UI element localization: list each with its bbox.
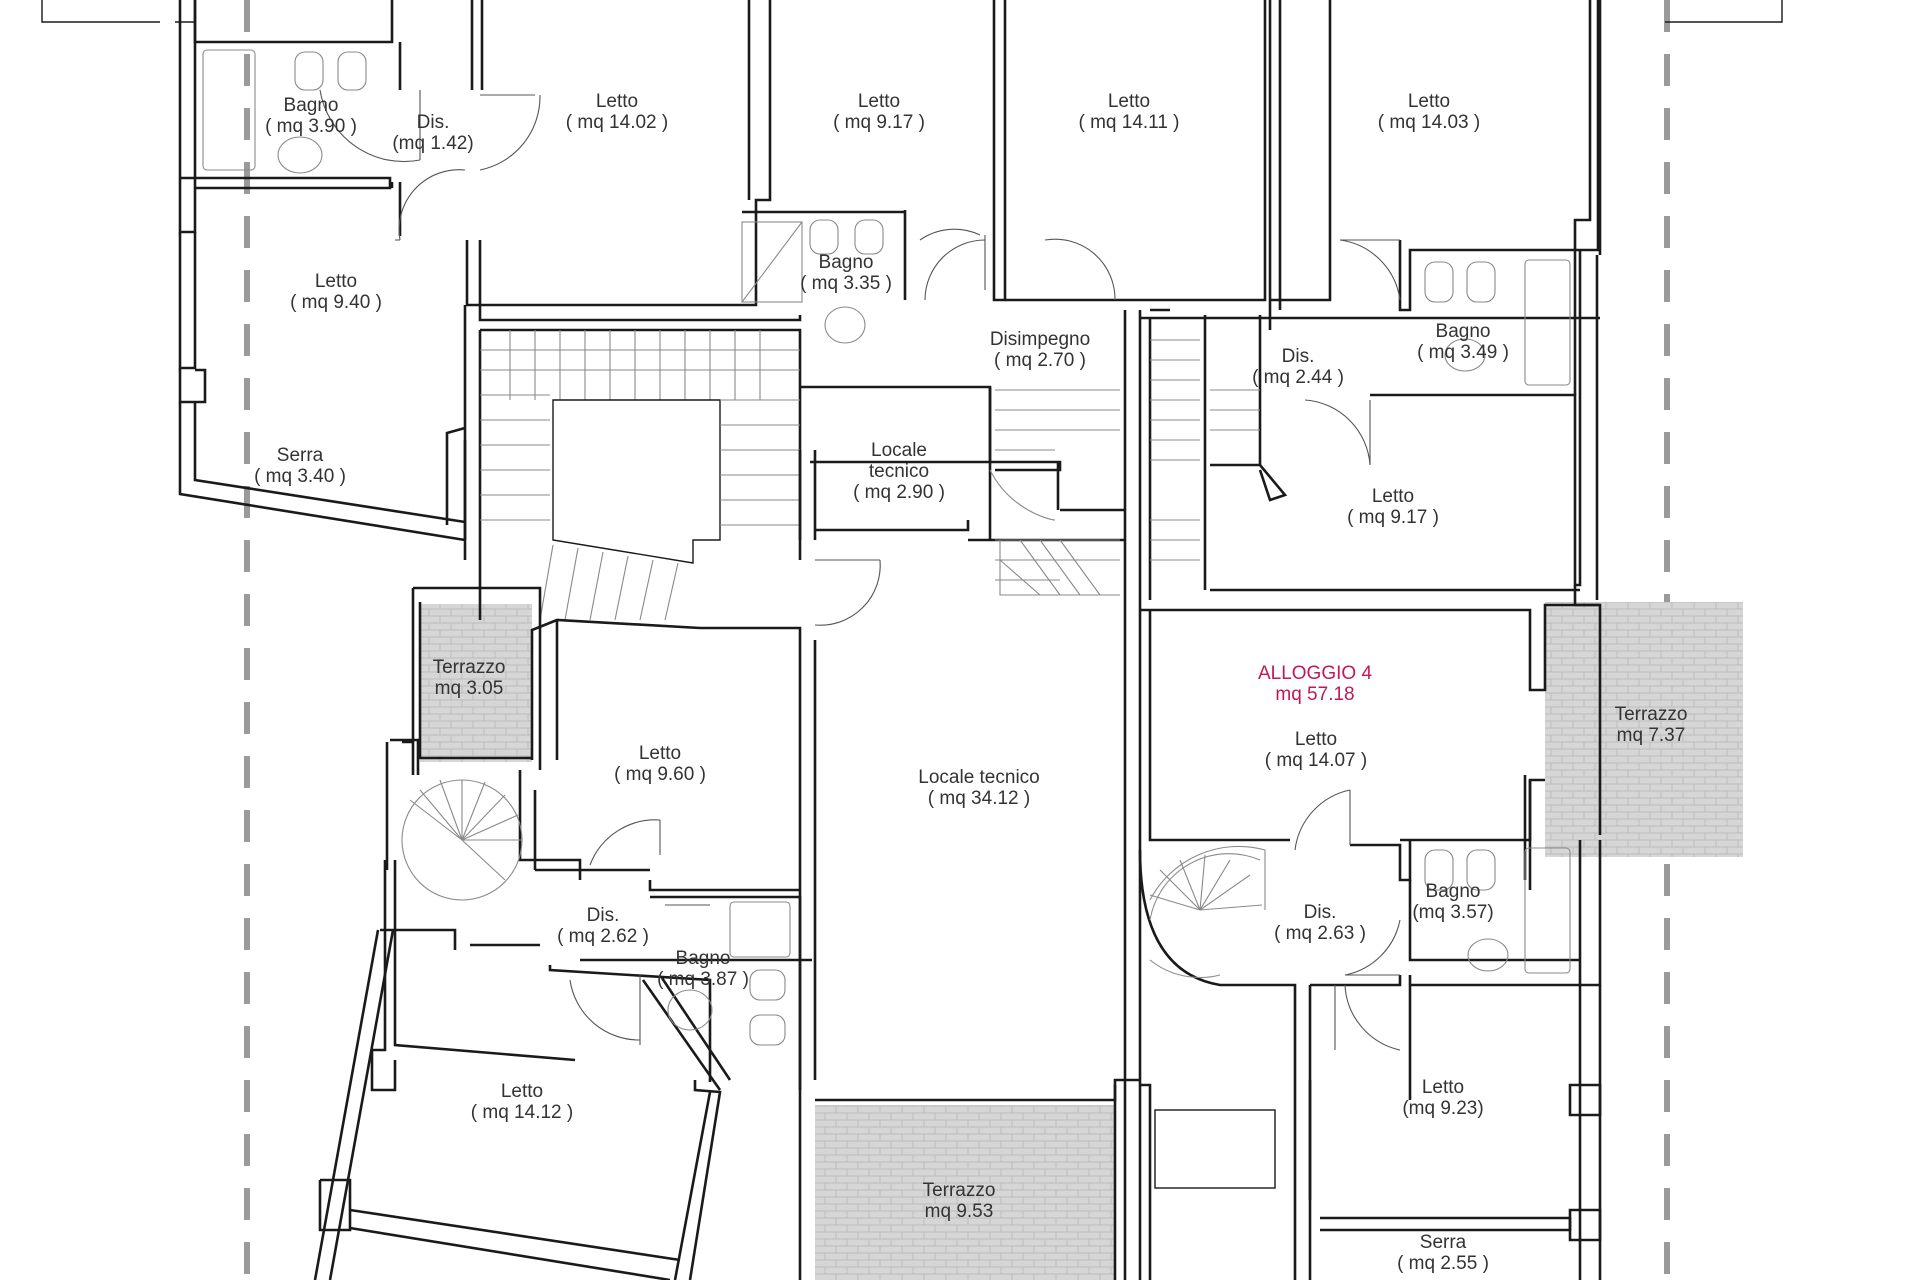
fixtures-bagno-4 bbox=[667, 901, 791, 1046]
doors-middle-right bbox=[1294, 789, 1401, 1051]
walls-middle-right bbox=[1138, 603, 1602, 1280]
label-dis-2: Dis.( mq 2.44 ) bbox=[1252, 346, 1344, 388]
label-disimpegno: Disimpegno( mq 2.70 ) bbox=[989, 329, 1091, 371]
label-letto-9: Letto( mq 14.12 ) bbox=[470, 1081, 574, 1123]
top-left-marker bbox=[41, 0, 195, 23]
top-right-marker bbox=[1665, 0, 1783, 23]
label-letto-1: Letto( mq 14.02 ) bbox=[565, 91, 669, 133]
fixtures-bagno-1 bbox=[202, 49, 367, 174]
label-bagno-5: Bagno(mq 3.57) bbox=[1412, 881, 1494, 923]
label-bagno-1: Bagno( mq 3.90 ) bbox=[265, 95, 357, 137]
label-dis-1: Dis.(mq 1.42) bbox=[392, 112, 474, 154]
stair-core bbox=[478, 328, 802, 621]
label-locale-tecnico-1: Locale tecnico( mq 2.90 ) bbox=[853, 440, 945, 503]
label-bagno-2: Bagno( mq 3.35 ) bbox=[800, 252, 892, 294]
walls-top-left bbox=[178, 0, 802, 560]
stair-top-right bbox=[1150, 339, 1260, 561]
walls-top-right bbox=[1140, 0, 1602, 607]
stair-center bbox=[989, 389, 1120, 596]
fixtures-bagno-2 bbox=[741, 210, 907, 344]
shaft-box bbox=[1154, 1109, 1276, 1189]
label-letto-3: Letto( mq 14.11 ) bbox=[1078, 91, 1180, 133]
label-letto-10: Letto(mq 9.23) bbox=[1402, 1077, 1484, 1119]
label-letto-7: Letto( mq 9.60 ) bbox=[614, 743, 706, 785]
label-locale-tecnico-2: Locale tecnico( mq 34.12 ) bbox=[918, 767, 1040, 809]
label-dis-3: Dis.( mq 2.62 ) bbox=[557, 905, 649, 947]
fixtures-bagno-5 bbox=[1424, 847, 1571, 974]
label-dis-4: Dis.( mq 2.63 ) bbox=[1274, 902, 1366, 944]
label-letto-5: Letto( mq 9.40 ) bbox=[290, 271, 382, 313]
label-bagno-3: Bagno( mq 3.49 ) bbox=[1417, 321, 1509, 363]
stair-middle-right bbox=[1149, 845, 1266, 979]
doors-top-right bbox=[1304, 239, 1401, 466]
label-serra-1: Serra( mq 3.40 ) bbox=[254, 445, 346, 487]
doors-top-center bbox=[814, 238, 1116, 626]
walls-middle-left bbox=[313, 586, 1152, 1280]
fixtures-bagno-3 bbox=[1424, 259, 1571, 386]
doors-top-left bbox=[319, 89, 986, 290]
label-letto-8: Letto( mq 14.07 ) bbox=[1264, 729, 1368, 771]
terrazzo-1-paving bbox=[420, 604, 532, 762]
terrazzo-2-paving bbox=[1545, 602, 1743, 857]
label-letto-2: Letto( mq 9.17 ) bbox=[833, 91, 925, 133]
stair-middle-left bbox=[401, 779, 523, 901]
terrazzo-3-paving bbox=[815, 1105, 1115, 1280]
walls-top-center bbox=[798, 0, 1332, 1280]
label-letto-6: Letto( mq 9.17 ) bbox=[1347, 486, 1439, 528]
label-letto-4: Letto( mq 14.03 ) bbox=[1377, 91, 1481, 133]
label-bagno-4: Bagno( mq 3.87 ) bbox=[657, 948, 749, 990]
label-serra-2: Serra( mq 2.55 ) bbox=[1397, 1232, 1489, 1274]
doors-middle-left bbox=[569, 819, 710, 1045]
